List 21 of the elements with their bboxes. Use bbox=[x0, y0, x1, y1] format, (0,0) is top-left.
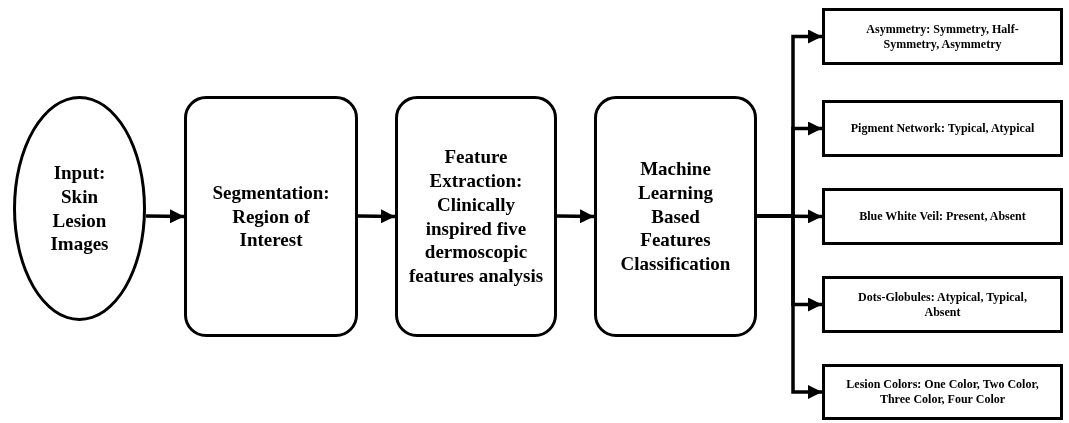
node-label: Input: Skin Lesion Images bbox=[49, 161, 110, 256]
arrow bbox=[556, 209, 595, 224]
arrow bbox=[757, 214, 822, 399]
feature-box bbox=[822, 8, 1063, 65]
process-box bbox=[184, 96, 358, 337]
feature-box bbox=[822, 100, 1063, 157]
arrow bbox=[357, 209, 396, 224]
feature-box bbox=[822, 188, 1063, 245]
node-label: Pigment Network: Typical, Atypical bbox=[850, 121, 1035, 136]
feature-box bbox=[822, 276, 1063, 333]
node-label: Segmentation: Region of Interest bbox=[211, 180, 331, 253]
node-label: Asymmetry: Symmetry, Half-Symmetry, Asymmetry bbox=[865, 21, 1020, 52]
node-label: Lesion Colors: One Color, Two Color, Three Color, Four Color bbox=[845, 377, 1040, 407]
arrow bbox=[145, 209, 185, 224]
process-box bbox=[395, 96, 557, 337]
node-label: Dots-Globules: Atypical, Typical, Absent bbox=[857, 289, 1028, 320]
node-label: Blue White Veil: Present, Absent bbox=[859, 209, 1026, 224]
feature-box bbox=[822, 364, 1063, 420]
node-label: Machine Learning Based Features Classification bbox=[620, 157, 731, 276]
process-box bbox=[594, 96, 757, 337]
node-label: Feature Extraction: Clinically inspired five dermoscopic features analysis bbox=[408, 145, 544, 288]
